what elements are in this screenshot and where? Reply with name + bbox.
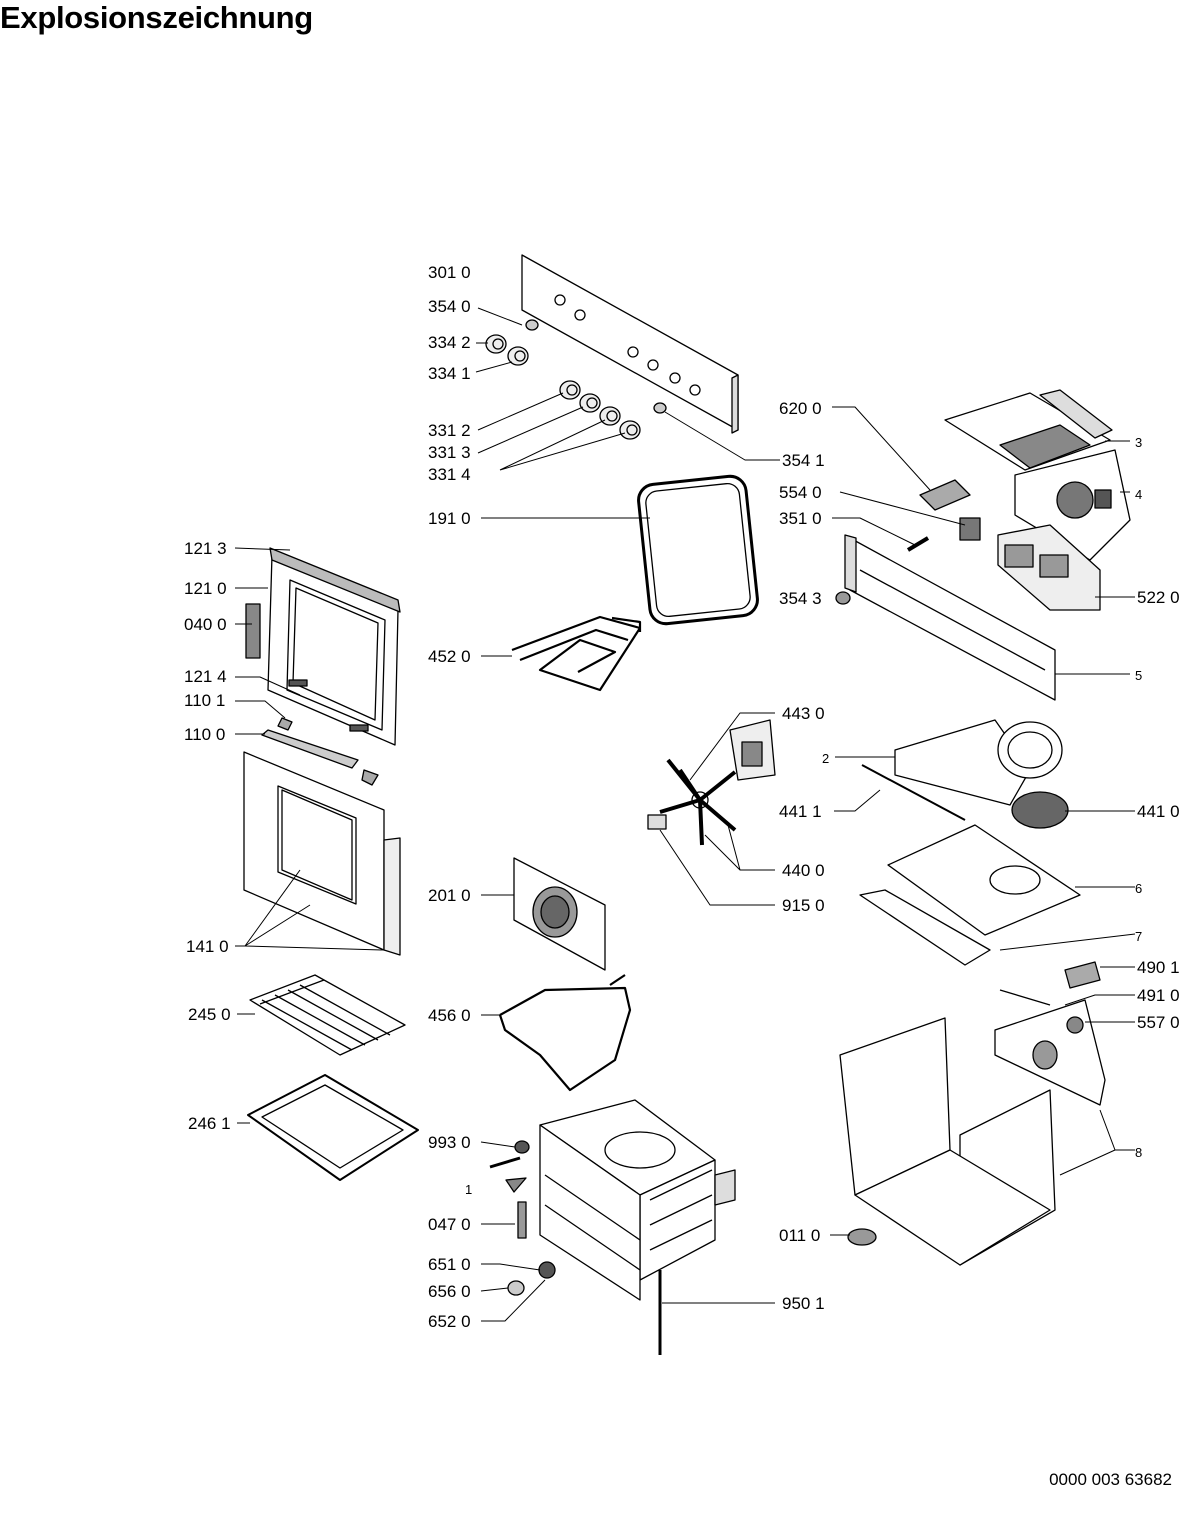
switch-assembly-drawing xyxy=(835,479,1101,611)
part-label-554-0: 554 0 xyxy=(779,483,822,502)
part-label-6: 6 xyxy=(1135,881,1143,896)
part-label-491-0: 491 0 xyxy=(1137,986,1180,1005)
part-label-354-3: 354 3 xyxy=(779,589,822,608)
part-label-121-0: 121 0 xyxy=(184,579,227,598)
part-label-652-0: 652 0 xyxy=(428,1312,471,1331)
top-cover-drawing xyxy=(944,389,1131,561)
fan-cover-drawing xyxy=(513,857,606,971)
door-gasket-drawing xyxy=(637,474,759,626)
part-label-1: 1 xyxy=(465,1182,473,1197)
part-label-440-0: 440 0 xyxy=(782,861,825,880)
part-label-351-0: 351 0 xyxy=(779,509,822,528)
oven-cavity-drawing xyxy=(539,1099,736,1355)
baking-tray-drawing xyxy=(247,1074,419,1181)
part-label-456-0: 456 0 xyxy=(428,1006,471,1025)
front-frame-drawing xyxy=(844,534,1056,701)
part-label-993-0: 993 0 xyxy=(428,1133,471,1152)
part-label-441-0: 441 0 xyxy=(1137,802,1180,821)
part-label-4: 4 xyxy=(1135,487,1143,502)
part-label-3: 3 xyxy=(1135,435,1143,450)
part-label-334-2: 334 2 xyxy=(428,333,471,352)
part-label-656-0: 656 0 xyxy=(428,1282,471,1301)
part-label-354-0: 354 0 xyxy=(428,297,471,316)
part-label-040-0: 040 0 xyxy=(184,615,227,634)
part-label-110-1: 110 1 xyxy=(184,691,226,710)
part-label-334-1: 334 1 xyxy=(428,364,471,383)
part-label-331-3: 331 3 xyxy=(428,443,471,462)
part-label-950-1: 950 1 xyxy=(782,1294,825,1313)
part-label-110-0: 110 0 xyxy=(184,725,226,744)
part-label-490-1: 490 1 xyxy=(1137,958,1180,977)
part-label-651-0: 651 0 xyxy=(428,1255,471,1274)
outer-casing-drawing xyxy=(839,961,1106,1266)
part-label-7: 7 xyxy=(1135,929,1143,944)
part-label-8: 8 xyxy=(1135,1145,1143,1160)
page-title: Explosionszeichnung xyxy=(0,0,313,35)
oven-rack-drawing xyxy=(249,974,406,1056)
leader-lines xyxy=(234,307,1136,1322)
control-panel-drawing xyxy=(485,254,739,440)
part-label-301-0: 301 0 xyxy=(428,263,471,282)
part-label-620-0: 620 0 xyxy=(779,399,822,418)
part-label-354-1: 354 1 xyxy=(782,451,825,470)
document-number: 0000 003 63682 xyxy=(1049,1470,1172,1489)
part-label-245-0: 245 0 xyxy=(188,1005,231,1024)
upper-heater-drawing xyxy=(511,615,642,692)
part-label-452-0: 452 0 xyxy=(428,647,471,666)
part-label-331-2: 331 2 xyxy=(428,421,471,440)
heat-shields-drawing xyxy=(859,719,1081,966)
part-label-121-4: 121 4 xyxy=(184,667,227,686)
part-label-522-0: 522 0 xyxy=(1137,588,1180,607)
part-label-191-0: 191 0 xyxy=(428,509,471,528)
part-label-011-0: 011 0 xyxy=(779,1226,821,1245)
part-label-441-1: 441 1 xyxy=(779,802,822,821)
part-label-443-0: 443 0 xyxy=(782,704,825,723)
part-label-121-3: 121 3 xyxy=(184,539,227,558)
door-glass-drawing xyxy=(243,717,401,956)
part-label-201-0: 201 0 xyxy=(428,886,471,905)
part-label-2: 2 xyxy=(822,751,830,766)
part-label-246-1: 246 1 xyxy=(188,1114,231,1133)
part-label-5: 5 xyxy=(1135,668,1143,683)
part-label-915-0: 915 0 xyxy=(782,896,825,915)
fan-motor-drawing xyxy=(647,719,776,846)
part-label-331-4: 331 4 xyxy=(428,465,471,484)
part-label-047-0: 047 0 xyxy=(428,1215,471,1234)
lower-heater-drawing xyxy=(498,974,632,1092)
door-frame-drawing xyxy=(245,547,401,746)
part-label-557-0: 557 0 xyxy=(1137,1013,1180,1032)
part-label-141-0: 141 0 xyxy=(186,937,229,956)
